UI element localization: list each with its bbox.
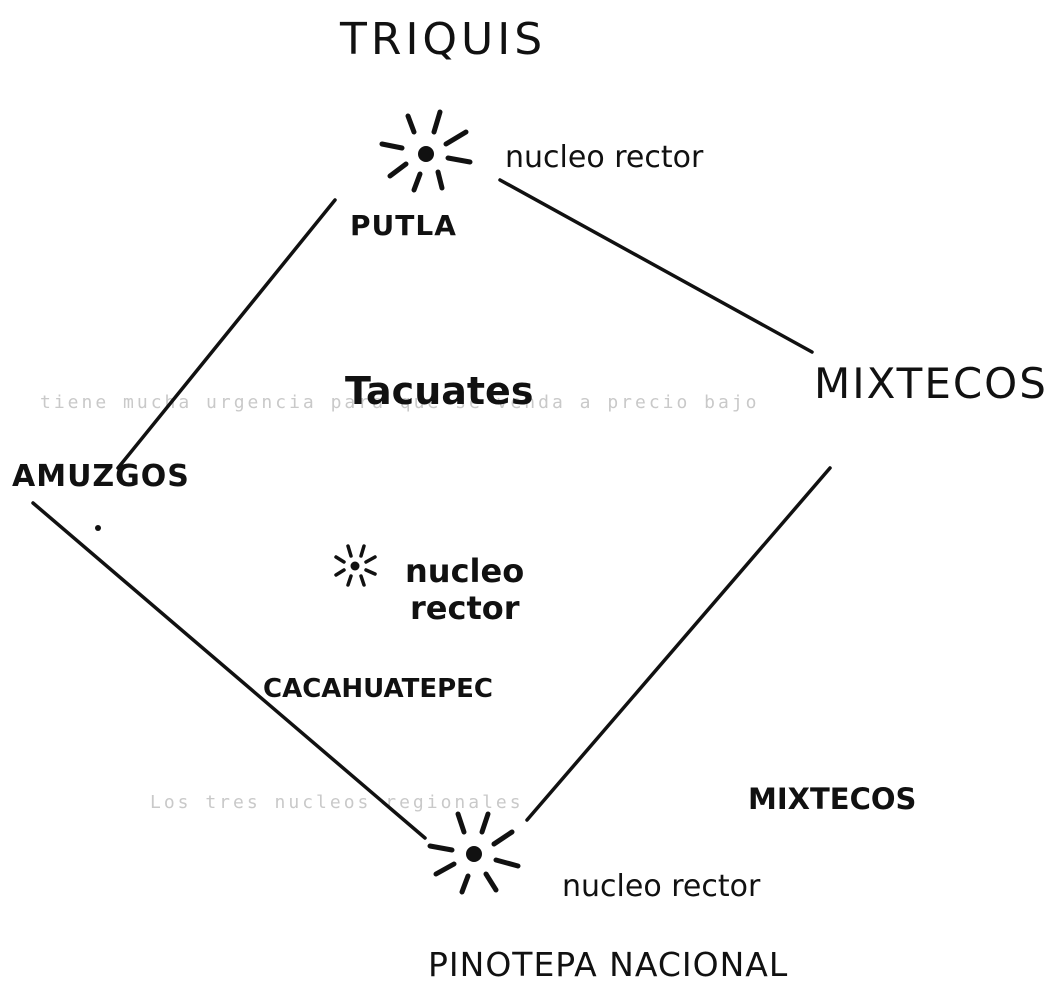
node-pinotepa-nacional: PINOTEPA NACIONAL — [428, 945, 789, 984]
node-putla: PUTLA — [350, 209, 457, 242]
ghost-text-line: tiene mucha urgencia para que se venda a… — [40, 392, 760, 413]
nucleo-rector-label: nucleo rector — [505, 140, 704, 175]
ghost-text-line: Los tres nucleos regionales — [150, 792, 524, 813]
label-mixtecos-lower: MIXTECOS — [748, 782, 917, 816]
node-mixtecos-upper: MIXTECOS — [814, 359, 1048, 408]
edge-mixtecos-pinotepa — [525, 466, 832, 822]
edge-putla-amuzgos — [116, 198, 337, 470]
edge-amuzgos-pinotepa — [31, 501, 427, 840]
title-triquis: TRIQUIS — [340, 14, 547, 65]
sun-burst-icon — [427, 811, 521, 895]
edge-putla-mixtecos — [498, 178, 814, 354]
sun-burst-icon — [379, 109, 473, 193]
center-rector-line2: rector — [410, 589, 520, 627]
center-nucleo-line1: nucleo — [405, 552, 525, 590]
sun-burst-icon — [334, 544, 377, 587]
group-tacuates: Tacuates — [345, 369, 534, 413]
node-amuzgos: AMUZGOS — [12, 459, 190, 494]
nucleo-rector-label: nucleo rector — [562, 869, 761, 904]
ink-dot — [95, 525, 101, 531]
place-cacahuatepec: CACAHUATEPEC — [263, 674, 493, 704]
